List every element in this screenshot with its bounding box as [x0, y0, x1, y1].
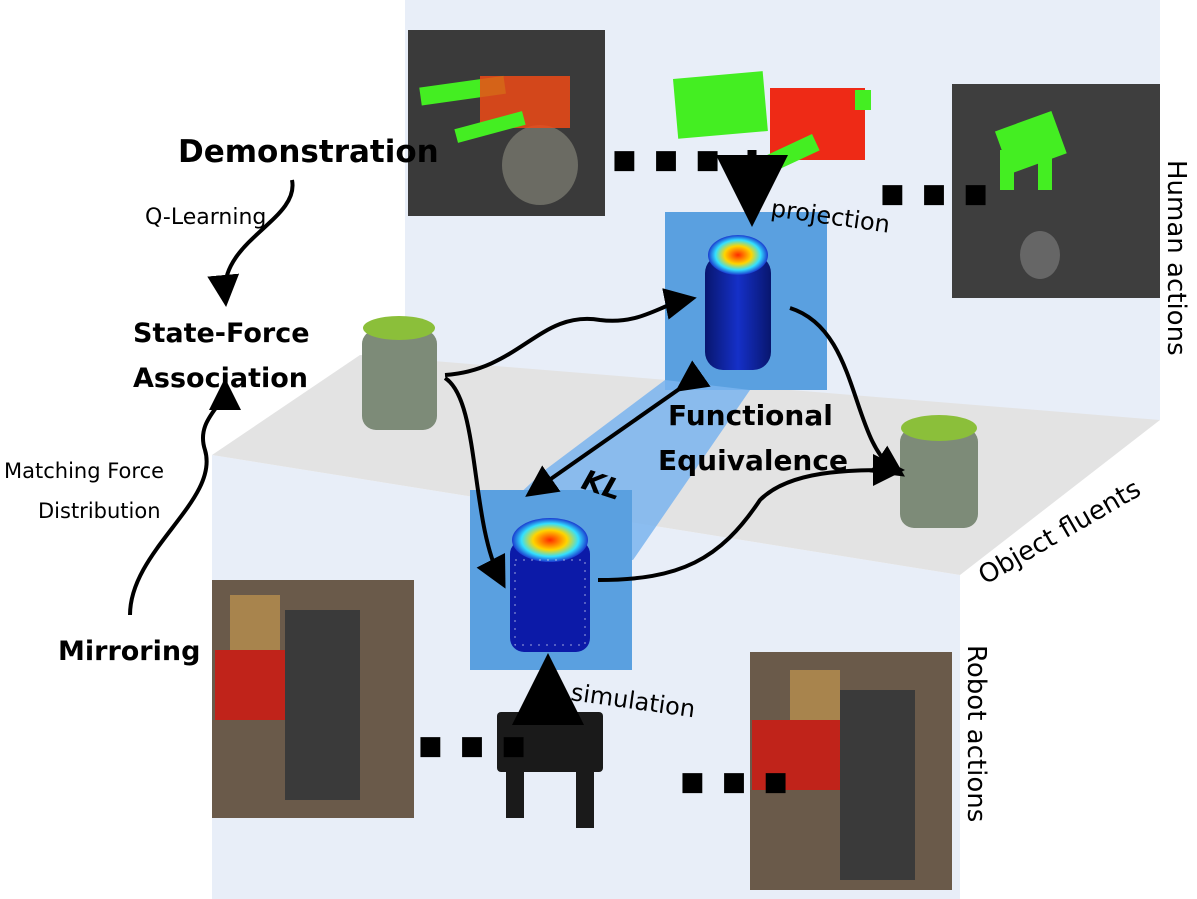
q-learning-label: Q-Learning	[145, 205, 266, 230]
robotiq-gripper-image	[497, 712, 603, 828]
equivalence-label: Equivalence	[658, 444, 848, 477]
arrow-mirroring-to-association	[128, 378, 241, 616]
arrow-jar-to-robot-force	[443, 376, 506, 589]
robot-photo-2	[750, 652, 952, 890]
object-jar-initial	[362, 316, 437, 430]
dots-human-2: ■ ■ ■	[880, 179, 992, 209]
arrow-jar-to-human-force	[444, 288, 697, 377]
state-force-label-line2: Association	[133, 363, 308, 394]
kl-double-arrow	[525, 360, 711, 497]
human-actions-label: Human actions	[1161, 160, 1191, 356]
arrow-demonstration-to-association	[207, 179, 295, 307]
robot-force-jar	[510, 518, 590, 652]
demonstration-label: Demonstration	[178, 134, 439, 170]
mirroring-label: Mirroring	[58, 636, 200, 667]
state-force-label-line1: State-Force	[133, 318, 310, 349]
matching-force-label-line2: Distribution	[38, 499, 161, 523]
human-hand-image-3	[952, 84, 1160, 298]
arrow-robot-force-to-jar	[597, 454, 905, 582]
matching-force-label-line1: Matching Force	[4, 459, 164, 483]
robot-actions-label: Robot actions	[961, 645, 991, 822]
human-force-jar	[705, 235, 771, 370]
human-hand-image-2	[672, 71, 871, 183]
human-hand-image-1	[408, 30, 605, 216]
robot-photo-1	[212, 580, 414, 818]
dots-human-1: ■ ■ ■	[612, 145, 724, 175]
dots-robot-1: ■ ■ ■	[418, 731, 530, 761]
functional-label: Functional	[668, 399, 833, 432]
object-jar-final	[900, 415, 978, 528]
dots-robot-2: ■ ■ ■	[680, 767, 792, 797]
